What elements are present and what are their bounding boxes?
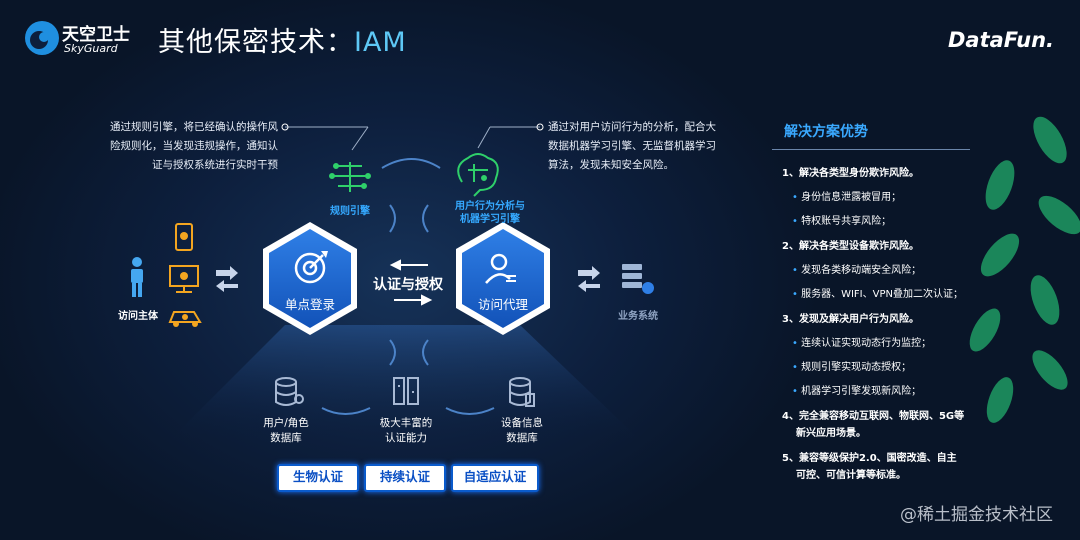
advantage-bullet: • 特权账号共享风险； [782, 214, 982, 229]
center-arrows [389, 259, 433, 306]
db-label-line: 设备信息 [501, 417, 543, 429]
desc-right-line: 通过对用户访问行为的分析，配合大 [548, 121, 716, 133]
advantage-heading: 新兴应用场景。 [782, 426, 982, 441]
desc-left-line: 通过规则引擎，将已经确认的操作风 [110, 121, 278, 133]
desc-right-line: 数据机器学习引擎、无监督机器学习 [548, 140, 716, 152]
biometric-auth-button[interactable]: 生物认证 [277, 464, 359, 492]
car-icon [168, 311, 202, 327]
rule-engine-label: 规则引擎 [330, 206, 370, 217]
datafun-logo: DataFun. [948, 28, 1055, 52]
advantage-text: 3、发现及解决用户行为风险。 [782, 314, 919, 325]
side-arrows [216, 266, 600, 292]
skyguard-logo-icon [25, 21, 59, 55]
advantages-divider [772, 149, 970, 150]
behavior-description: 通过对用户访问行为的分析，配合大 数据机器学习引擎、无监督机器学习 算法，发现未… [548, 118, 738, 175]
advantage-bullet: • 发现各类移动端安全风险； [782, 263, 982, 278]
proxy-hexagon-inner [462, 229, 544, 328]
skyguard-logo: 天空卫士 SkyGuard [22, 18, 152, 62]
behavior-engine-label: 用户行为分析与 机器学习引擎 [440, 200, 540, 226]
proxy-label: 访问代理 [477, 297, 528, 312]
sso-hexagon-inner [269, 229, 351, 328]
device-db-icon [509, 377, 535, 407]
monitor-icon [169, 265, 199, 293]
db-label-line: 数据库 [506, 432, 538, 444]
watermark: @稀土掘金技术社区 [900, 505, 1053, 525]
rule-engine-icon [329, 162, 371, 192]
advantage-text: 1、解决各类型身份欺诈风险。 [782, 168, 919, 179]
advantage-heading: 1、解决各类型身份欺诈风险。 [782, 166, 982, 181]
advantage-heading: 5、兼容等级保护2.0、国密改造、自主 [782, 451, 982, 466]
advantage-bullet: • 连续认证实现动态行为监控； [782, 336, 982, 351]
advantage-text: 5、兼容等级保护2.0、国密改造、自主 [782, 453, 957, 464]
person-icon [131, 257, 143, 297]
access-subject-label: 访问主体 [118, 311, 158, 322]
bullet-dot-icon: • [792, 192, 802, 203]
advantage-text: 服务器、WIFI、VPN叠加二次认证； [801, 289, 963, 300]
advantage-text: 可控、可信计算等标准。 [796, 470, 906, 481]
advantage-text: 规则引擎实现动态授权； [801, 362, 912, 373]
advantage-bullet: • 机器学习引擎发现新风险； [782, 384, 982, 399]
bullet-dot-icon: • [792, 362, 802, 373]
db-label-line: 认证能力 [385, 432, 427, 444]
server-icon [622, 264, 654, 294]
bullet-dot-icon: • [792, 386, 802, 397]
continuous-auth-button[interactable]: 持续认证 [364, 464, 446, 492]
advantage-heading: 4、完全兼容移动互联网、物联网、5G等 [782, 409, 982, 424]
advantage-text: 连续认证实现动态行为监控； [801, 338, 932, 349]
bullet-dot-icon: • [792, 289, 802, 300]
page-title: 其他保密技术：IAM [158, 20, 407, 59]
advantage-text: 身份信息泄露被冒用； [801, 192, 902, 203]
advantage-text: 2、解决各类型设备欺诈风险。 [782, 241, 919, 252]
advantage-text: 4、完全兼容移动互联网、物联网、5G等 [782, 411, 965, 422]
device-db-label: 设备信息 数据库 [486, 416, 558, 446]
behavior-label-line: 机器学习引擎 [460, 214, 520, 225]
user-db-icon [275, 377, 304, 406]
advantage-text: 机器学习引擎发现新风险； [801, 386, 922, 397]
advantage-text: 特权账号共享风险； [801, 216, 892, 227]
advantage-heading: 3、发现及解决用户行为风险。 [782, 312, 982, 327]
advantage-text: 发现各类移动端安全风险； [801, 265, 922, 276]
user-proxy-icon [485, 253, 516, 284]
adaptive-auth-button[interactable]: 自适应认证 [451, 464, 539, 492]
desc-right-line: 算法，发现未知安全风险。 [548, 159, 674, 171]
behavior-label-line: 用户行为分析与 [455, 201, 525, 212]
logo-en-text: SkyGuard [64, 42, 118, 55]
logo-cn-text: 天空卫士 [62, 25, 130, 45]
desc-left-line: 证与授权系统进行实时干预 [152, 159, 278, 171]
rule-engine-description: 通过规则引擎，将已经确认的操作风 险规则化，当发现违规操作，通知认 证与授权系统… [98, 118, 278, 175]
db-label-line: 极大丰富的 [379, 417, 433, 429]
phone-icon [175, 223, 193, 251]
title-main: 其他保密技术： [158, 27, 354, 58]
bullet-dot-icon: • [792, 338, 802, 349]
advantages-list: 1、解决各类型身份欺诈风险。• 身份信息泄露被冒用；• 特权账号共享风险；2、解… [782, 166, 982, 483]
desc-left-line: 险规则化，当发现违规操作，通知认 [110, 140, 278, 152]
leaves-decoration [969, 116, 1080, 423]
advantage-bullet: • 规则引擎实现动态授权； [782, 360, 982, 375]
advantages-title: 解决方案优势 [784, 124, 868, 140]
auth-center-label: 认证与授权 [373, 277, 443, 293]
brain-icon [457, 153, 499, 197]
target-icon [294, 251, 328, 284]
db-label-line: 数据库 [270, 432, 302, 444]
advantage-heading: 2、解决各类型设备欺诈风险。 [782, 239, 982, 254]
sso-label: 单点登录 [284, 297, 335, 312]
advantage-heading: 可控、可信计算等标准。 [782, 468, 982, 483]
bullet-dot-icon: • [792, 265, 802, 276]
advantage-text: 新兴应用场景。 [796, 428, 866, 439]
db-label-line: 用户/角色 [263, 417, 309, 429]
business-system-label: 业务系统 [618, 311, 658, 322]
advantage-bullet: • 身份信息泄露被冒用； [782, 190, 982, 205]
auth-capability-label: 极大丰富的 认证能力 [370, 416, 442, 446]
title-accent: IAM [354, 27, 407, 58]
bullet-dot-icon: • [792, 216, 802, 227]
flow-arrows [321, 158, 495, 415]
user-role-db-label: 用户/角色 数据库 [250, 416, 322, 446]
advantage-bullet: • 服务器、WIFI、VPN叠加二次认证； [782, 287, 982, 302]
auth-icon [393, 377, 419, 405]
